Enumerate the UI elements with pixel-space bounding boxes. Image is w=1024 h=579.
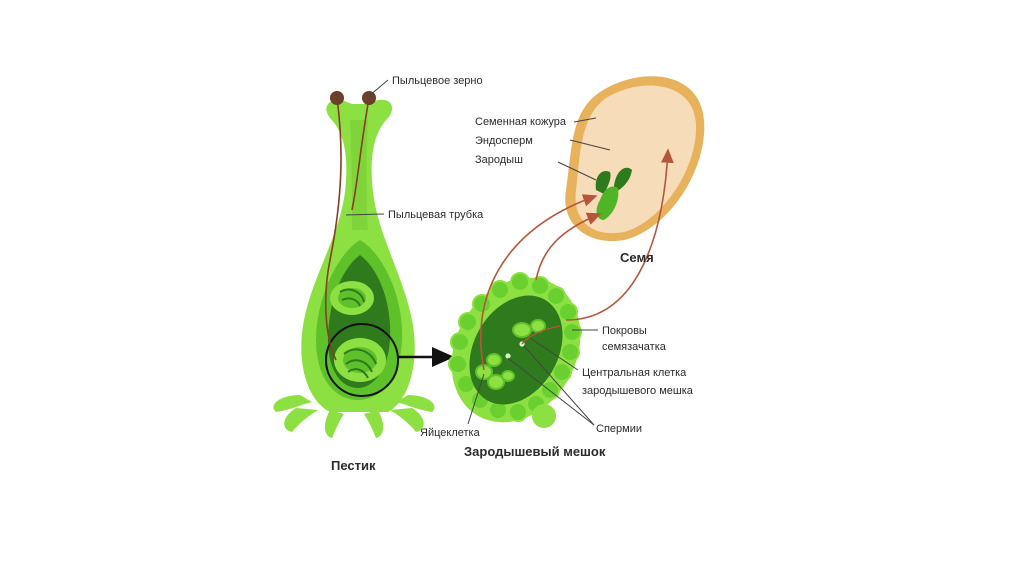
title-pistil: Пестик [331,458,376,473]
title-seed: Семя [620,250,654,265]
label-pollen-tube: Пыльцевая трубка [388,209,484,221]
label-endosperm: Эндосперм [475,135,533,147]
label-embryo: Зародыш [475,154,523,166]
arrow-to-embryo [535,212,602,281]
title-embryo-sac: Зародышевый мешок [464,444,606,459]
label-integument-1: Покровы [602,325,647,337]
zoom-circle [325,323,399,397]
label-pollen-grain: Пыльцевое зерно [392,75,483,87]
pollen-grain-left [330,91,344,105]
label-central-cell-1: Центральная клетка [582,367,687,379]
label-integument-2: семязачатка [602,341,667,353]
pistil [273,91,435,438]
pollen-grain-right [362,91,376,105]
label-central-cell-2: зародышевого мешка [582,385,694,397]
pollen-tube-line [324,97,342,361]
label-egg-cell: Яйцеклетка [420,427,481,439]
arrow-egg-to-embryo [480,194,598,371]
label-sperm: Спермии [596,423,642,435]
seed-embryo [595,167,632,220]
arrow-central-cell-to-endosperm [565,148,674,321]
label-seed-coat: Семенная кожура [475,116,567,128]
development-arrows [480,148,674,371]
embryo-sac [448,272,582,428]
leader-lines [345,79,611,426]
seed [565,76,705,242]
